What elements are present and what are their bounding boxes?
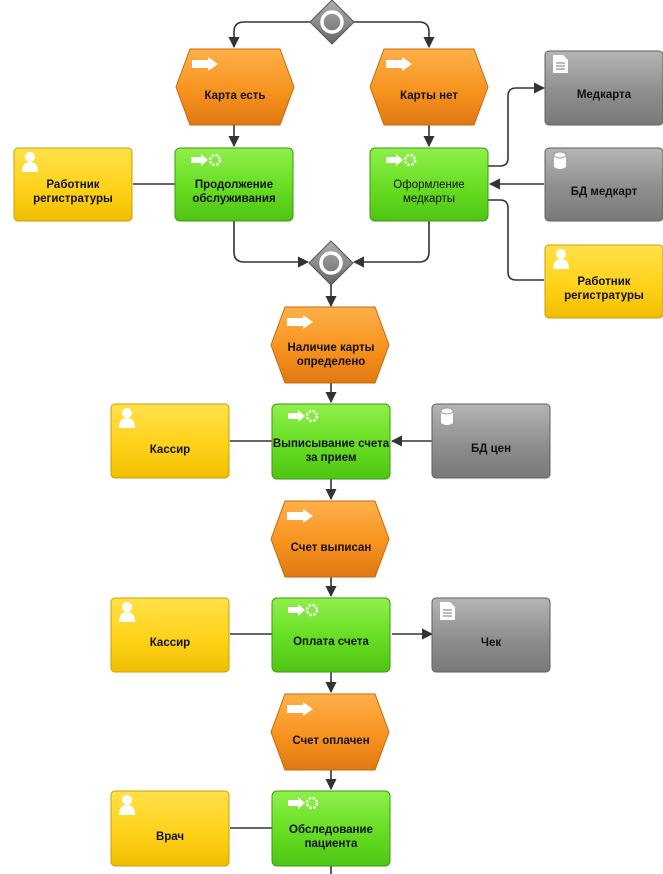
gateway-ring <box>319 251 343 275</box>
event-bill-issued[interactable]: Счет выписан <box>270 500 390 578</box>
label-line: Наличие карты <box>288 342 375 354</box>
role-label: Врач <box>156 831 184 843</box>
label-line: Счет выписан <box>291 542 372 554</box>
function-gear-arrow-icon <box>288 603 319 617</box>
label-line: Оплата счета <box>293 636 369 648</box>
label-line: обслуживания <box>192 193 275 205</box>
function-label: Оплата счета <box>293 636 369 648</box>
label-line: Обследование <box>289 824 373 836</box>
role-label: Кассир <box>150 637 190 649</box>
role-label: Кассир <box>150 444 190 456</box>
event-card-no[interactable]: Карты нет <box>369 48 489 126</box>
event-label: Счет оплачен <box>292 735 369 747</box>
function-label: Обследование пациента <box>289 824 373 850</box>
function-label: Продолжение обслуживания <box>192 179 275 205</box>
connectors <box>133 21 546 874</box>
connector-create-to-gateway <box>352 221 430 268</box>
xor-gateway-icon <box>308 240 354 286</box>
connector-create-to-medcard <box>488 82 546 167</box>
label-line: Выписывание счета <box>273 438 390 450</box>
label-line: БД медкарт <box>571 186 638 198</box>
label-line: медкарты <box>403 193 455 205</box>
object-receipt[interactable]: Чек <box>431 597 551 673</box>
function-gear-arrow-icon <box>288 796 319 810</box>
label-line: Карта есть <box>205 90 266 102</box>
function-issue-bill[interactable]: Выписывание счета за прием <box>271 403 391 480</box>
label-line: Врач <box>156 831 184 843</box>
object-label: Медкарта <box>577 89 632 101</box>
role-label: Работник регистратуры <box>33 179 113 205</box>
function-gear-arrow-icon <box>288 409 319 423</box>
event-arrow-icon <box>386 57 412 71</box>
object-db-medcards[interactable]: БД медкарт <box>544 147 663 222</box>
event-arrow-icon <box>287 702 313 716</box>
person-icon <box>22 152 38 172</box>
connector-registrar-to-create <box>488 199 544 281</box>
gateway-merge[interactable] <box>308 240 354 286</box>
function-gear-arrow-icon <box>386 153 417 167</box>
label-line: Оформление <box>393 179 464 191</box>
object-db-prices[interactable]: БД цен <box>431 403 551 479</box>
function-label: Выписывание счета за прием <box>273 438 390 464</box>
xor-gateway-icon <box>309 0 355 45</box>
event-arrow-icon <box>287 509 313 523</box>
function-create-record[interactable]: Оформление медкарты <box>369 147 489 222</box>
person-icon <box>553 249 569 269</box>
event-label: Наличие карты определено <box>288 342 375 368</box>
function-examine-patient[interactable]: Обследование пациента <box>271 790 391 867</box>
database-icon <box>440 407 454 425</box>
event-label: Карта есть <box>205 90 266 102</box>
label-line: определено <box>297 356 366 368</box>
role-cashier-2[interactable]: Кассир <box>110 597 230 673</box>
event-arrow-icon <box>192 57 218 71</box>
function-continue-service[interactable]: Продолжение обслуживания <box>174 147 294 222</box>
label-line: Счет оплачен <box>292 735 369 747</box>
event-card-yes[interactable]: Карта есть <box>175 48 295 126</box>
object-medcard[interactable]: Медкарта <box>544 50 663 126</box>
label-line: за прием <box>306 452 357 464</box>
role-label: Работник регистратуры <box>564 276 644 302</box>
person-icon <box>119 602 135 622</box>
gateway-ring <box>320 10 344 34</box>
person-icon <box>119 408 135 428</box>
label-line: Кассир <box>150 444 190 456</box>
object-label: Чек <box>481 637 501 649</box>
document-icon <box>440 602 455 620</box>
label-line: Работник <box>577 276 630 288</box>
role-doctor[interactable]: Врач <box>110 790 230 867</box>
database-icon <box>553 151 567 169</box>
label-line: Продолжение <box>195 179 273 191</box>
role-registrar-right[interactable]: Работник регистратуры <box>544 244 663 319</box>
connector-gateway-to-card-yes <box>228 21 310 49</box>
event-label: Карты нет <box>400 90 458 102</box>
label-line: БД цен <box>471 443 511 455</box>
object-label: БД медкарт <box>571 186 638 198</box>
role-registrar-left[interactable]: Работник регистратуры <box>13 147 133 222</box>
document-icon <box>553 55 568 73</box>
person-icon <box>119 795 135 815</box>
label-line: Медкарта <box>577 89 632 101</box>
label-line: Кассир <box>150 637 190 649</box>
event-bill-paid[interactable]: Счет оплачен <box>270 693 390 771</box>
role-cashier-1[interactable]: Кассир <box>110 403 230 479</box>
connector-continue-to-gateway <box>233 221 310 268</box>
function-pay-bill[interactable]: Оплата счета <box>271 597 391 673</box>
object-label: БД цен <box>471 443 511 455</box>
function-label: Оформление медкарты <box>393 179 464 205</box>
label-line: Карты нет <box>400 90 458 102</box>
label-line: регистратуры <box>33 193 113 205</box>
label-line: регистратуры <box>564 290 644 302</box>
function-gear-arrow-icon <box>191 153 222 167</box>
event-arrow-icon <box>287 315 313 329</box>
label-line: пациента <box>305 838 358 850</box>
label-line: Работник <box>46 179 99 191</box>
connector-gateway-to-card-no <box>354 21 435 49</box>
gateway-split[interactable] <box>309 0 355 45</box>
label-line: Чек <box>481 637 501 649</box>
event-card-determined[interactable]: Наличие карты определено <box>270 306 390 384</box>
event-label: Счет выписан <box>291 542 372 554</box>
